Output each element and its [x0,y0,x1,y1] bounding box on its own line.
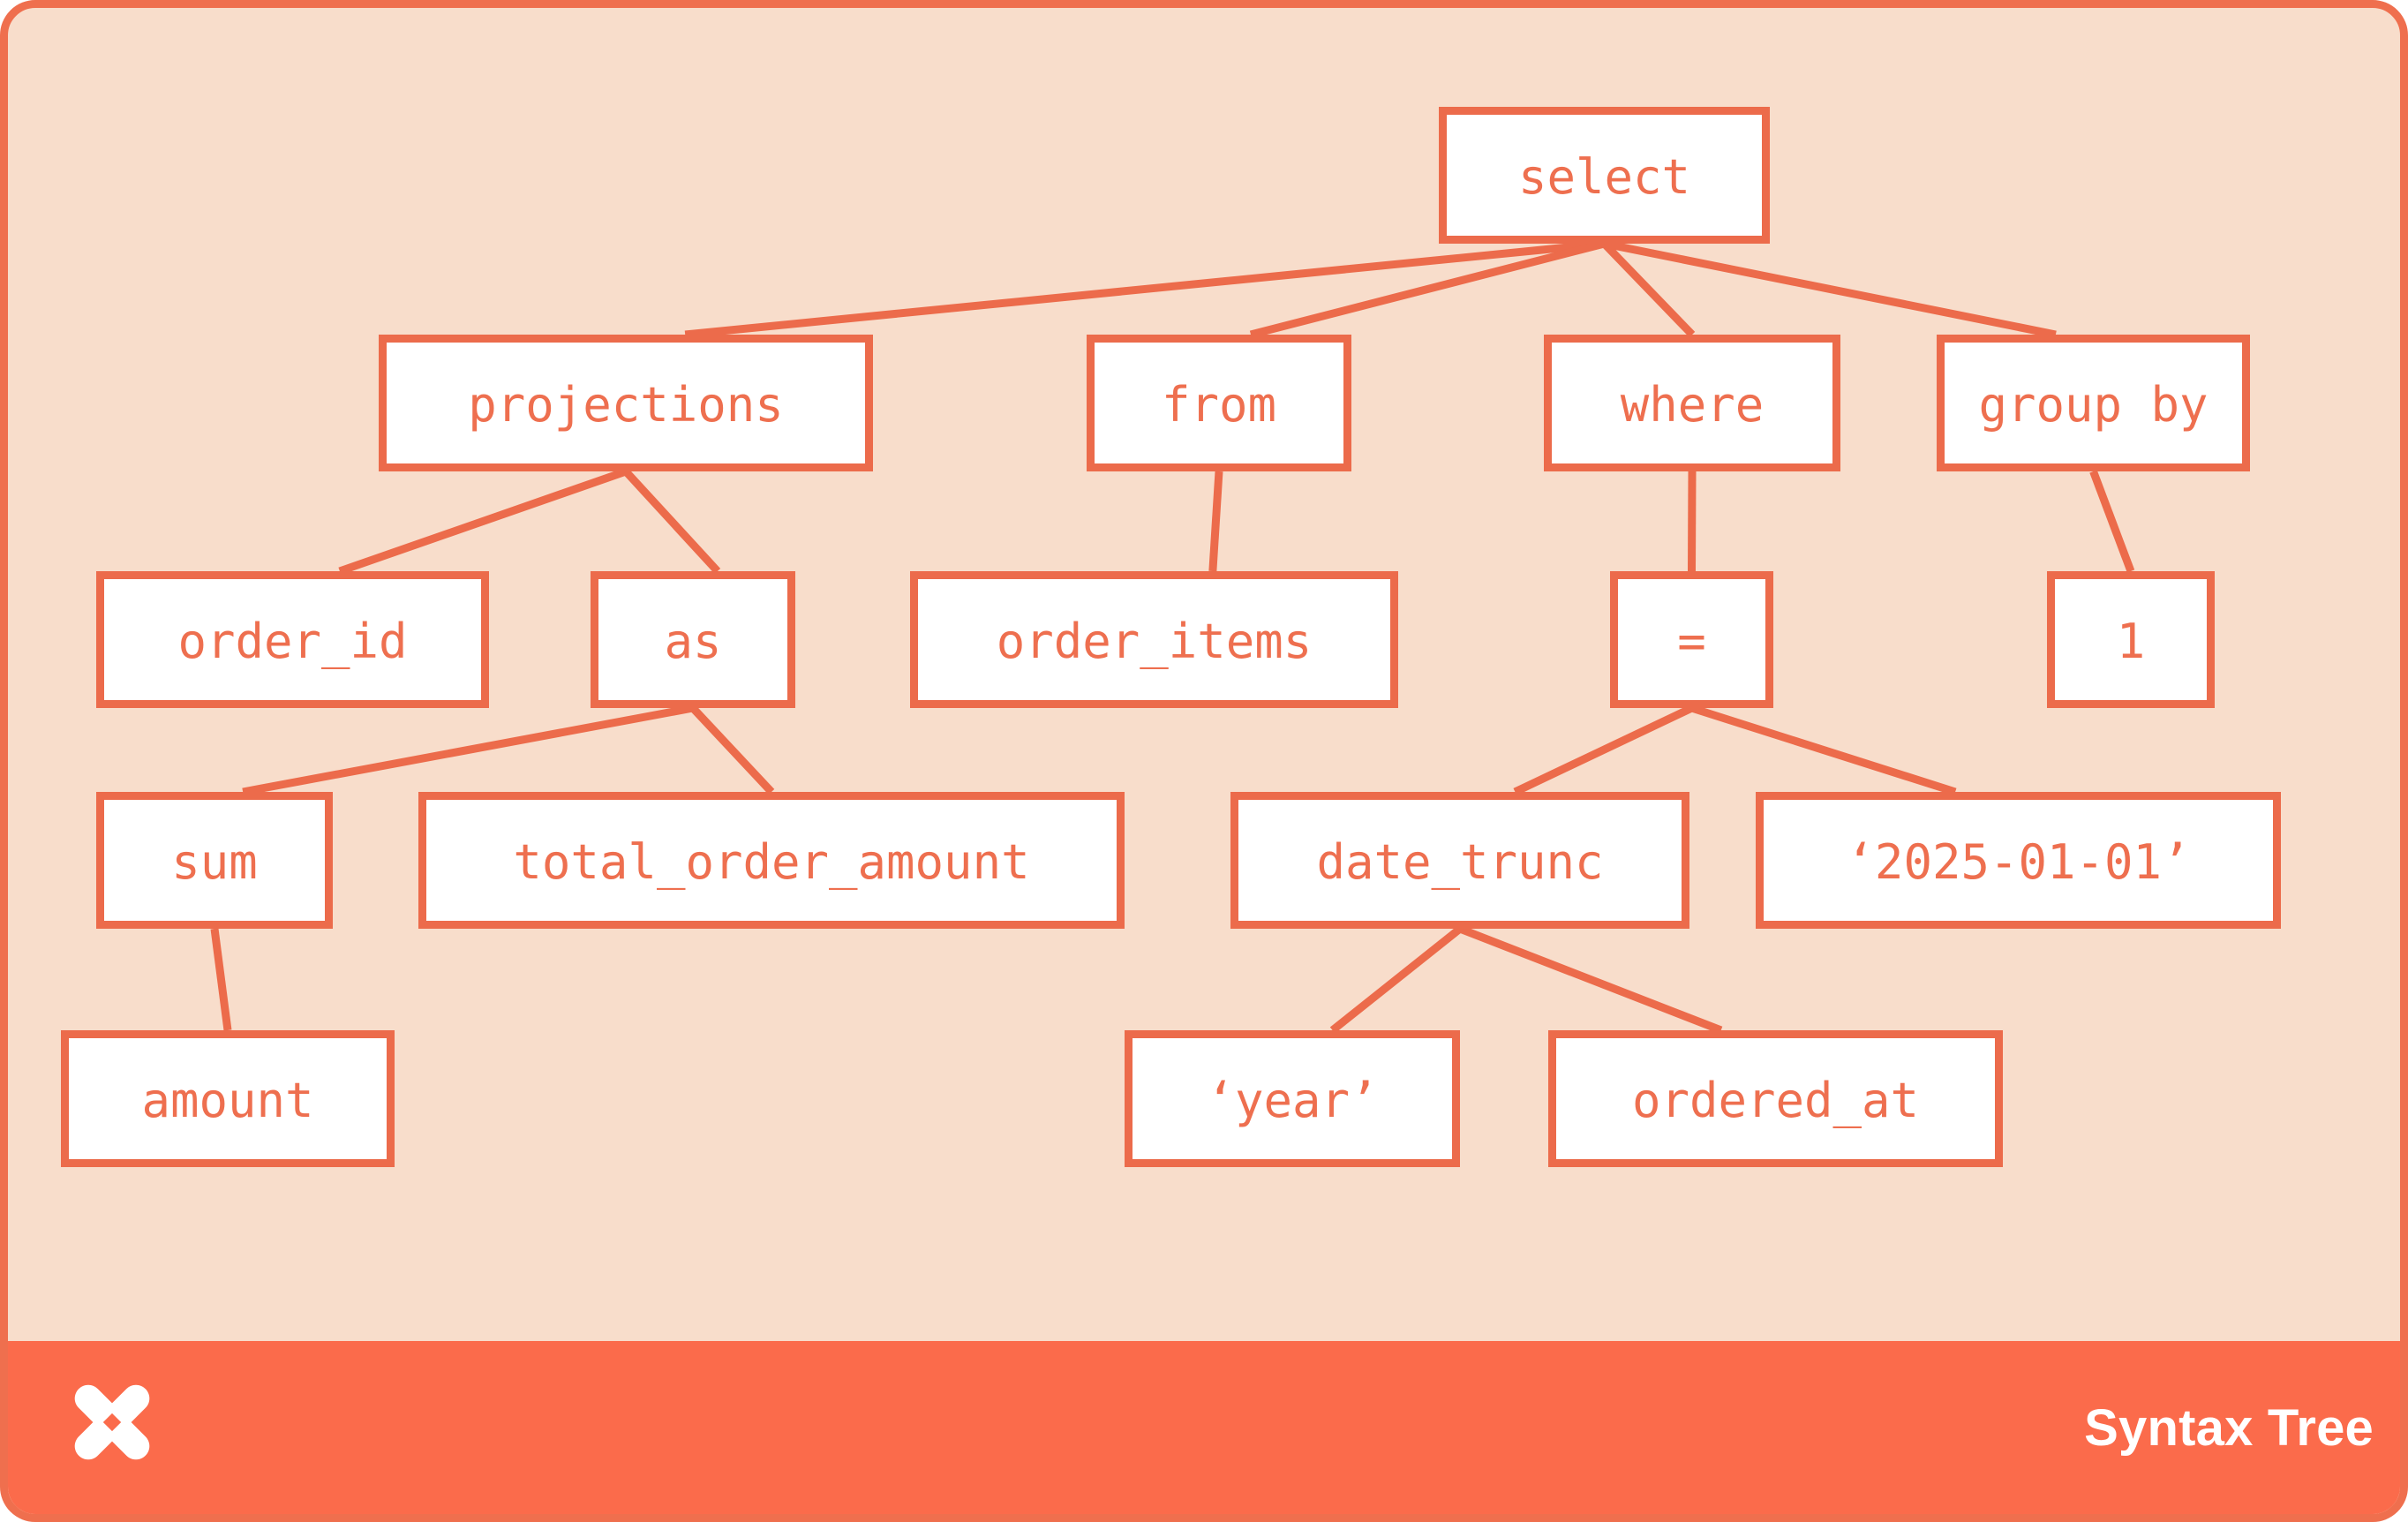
tree-node-box [1230,792,1689,929]
tree-edge [242,704,694,796]
tree-node[interactable]: sum [96,792,333,929]
tree-node-box [61,1030,395,1167]
tree-node-label: order_items [997,614,1313,669]
tree-node[interactable]: date_trunc [1230,792,1689,929]
tree-node[interactable]: amount [61,1030,395,1167]
diagram-canvas: select projections from where group by order_… [8,8,2400,1359]
tree-node-box [1937,335,2250,471]
tree-node-label: sum [171,834,258,890]
tree-edge [1208,471,1223,572]
tree-node-label: ordered_at [1632,1073,1919,1128]
syntax-tree-svg: select projections from where group by order_… [61,107,2281,1167]
tree-edge [684,239,1605,339]
tree-node-box [1087,335,1351,471]
tree-node[interactable]: = [1610,571,1773,708]
tree-edge [622,468,721,575]
tree-node[interactable]: order_items [910,571,1398,708]
tree-edge [1603,239,2057,339]
tree-edge [1329,925,1463,1034]
x-butterfly-logo-icon [74,1384,150,1460]
tree-node-box [1544,335,1840,471]
tree-node-label: total_order_amount [513,834,1029,890]
tree-node-box [379,335,873,471]
tree-node[interactable]: projections [379,335,873,471]
tree-node-label: order_id [177,614,407,669]
tree-edges [210,239,2135,1035]
tree-node-label: amount [141,1073,313,1128]
tree-node-box [418,792,1125,929]
tree-edge [689,704,775,795]
tree-edge [338,467,628,576]
tree-node-box [1125,1030,1460,1167]
tree-node-box [910,571,1398,708]
tree-node-box [96,571,489,708]
tree-node-label: ‘2025-01-01’ [1846,834,2190,890]
tree-node-box [1610,571,1773,708]
tree-node-box [1756,792,2281,929]
tree-node[interactable]: select [1439,107,1770,244]
tree-node-label: projections [468,377,784,433]
tree-node[interactable]: as [591,571,795,708]
tree-node-label: ‘year’ [1206,1073,1378,1128]
tree-node[interactable]: ‘year’ [1125,1030,1460,1167]
tree-node-label: group by [1978,377,2208,433]
footer-bar: Syntax Tree [8,1341,2400,1514]
tree-node-label: where [1621,377,1765,433]
tree-node[interactable]: from [1087,335,1351,471]
tree-node[interactable]: where [1544,335,1840,471]
tree-edge [1249,239,1606,339]
tree-nodes: select projections from where group by order_… [61,107,2281,1167]
tree-node-box [96,792,333,929]
tree-node[interactable]: 1 [2047,571,2215,708]
tree-node-box [1439,107,1770,244]
tree-node-label: date_trunc [1316,834,1603,890]
tree-edge [210,928,232,1031]
tree-node[interactable]: ‘2025-01-01’ [1756,792,2281,929]
tree-node-label: from [1162,377,1276,433]
tree-node-box [2047,571,2215,708]
tree-node-box [591,571,795,708]
tree-node-label: select [1518,149,1690,205]
tree-node-box [1548,1030,2003,1167]
tree-edge [1458,924,1723,1035]
tree-node-label: 1 [2117,614,2146,669]
tree-edge [1513,704,1694,796]
tree-edge [1690,704,1957,796]
tree-edge [1688,471,1697,572]
tree-node[interactable]: order_id [96,571,489,708]
tree-node-label: as [664,614,721,669]
tree-edge [1601,240,1696,338]
tree-node-label: = [1677,614,1706,669]
tree-node[interactable]: ordered_at [1548,1030,2003,1167]
tree-edge [2089,470,2135,573]
footer-title: Syntax Tree [2084,1398,2374,1457]
tree-node[interactable]: group by [1937,335,2250,471]
tree-node[interactable]: total_order_amount [418,792,1125,929]
